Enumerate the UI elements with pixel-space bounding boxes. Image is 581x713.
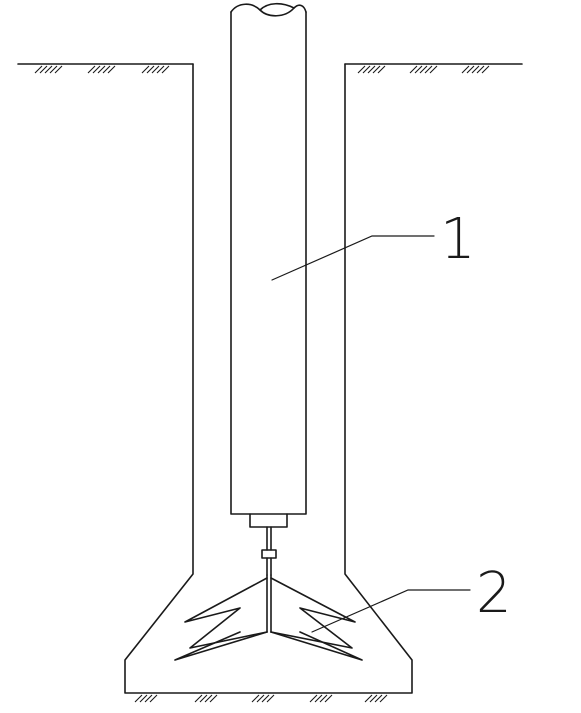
- pile-tip-connector: [249, 513, 288, 576]
- callout-label-1: 1: [440, 207, 476, 272]
- borehole-outline: [124, 63, 413, 694]
- pile-shaft: [230, 2, 307, 515]
- callout-label-2: 2: [476, 561, 512, 626]
- ground-hatch-left: [34, 65, 170, 74]
- leader-line-2: [311, 589, 471, 633]
- ground-hatch-right: [357, 65, 490, 74]
- expanding-anchor: [174, 574, 363, 661]
- leader-line-1: [271, 235, 435, 281]
- ground-hatch-bottom: [134, 694, 388, 703]
